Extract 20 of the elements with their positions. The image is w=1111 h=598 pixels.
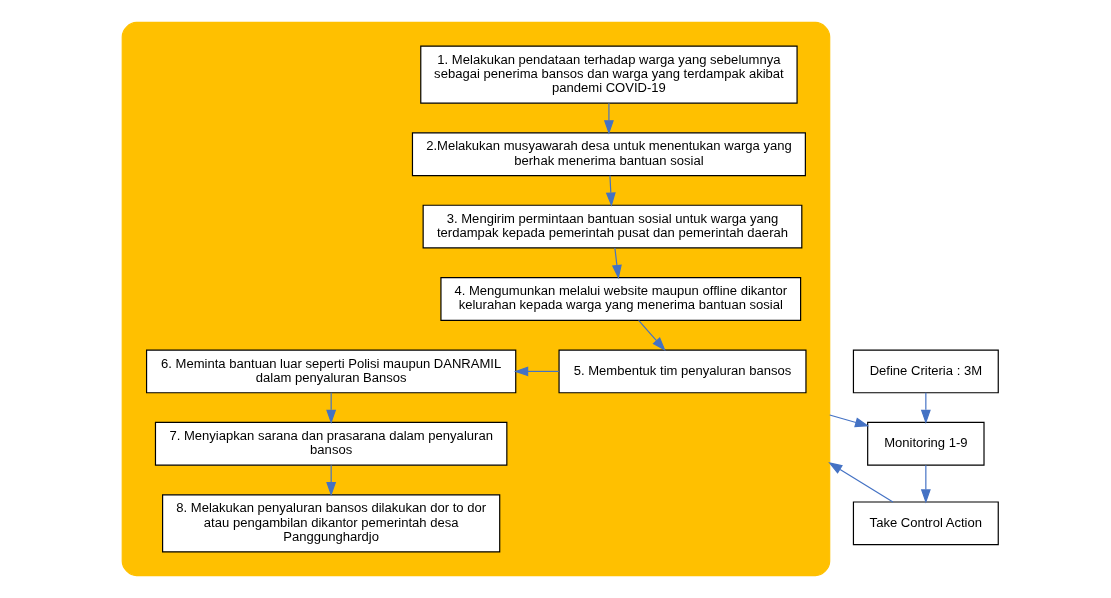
- node-box: Define Criteria : 3M: [852, 349, 999, 394]
- arrow: [829, 414, 870, 428]
- node-box: 7. Menyiapkan sarana dan prasarana dalam penyaluran bansos: [154, 421, 508, 466]
- node-box: 8. Melakukan penyaluran bansos dilakukan dor to dor atau pengambilan dikantor pemerintah desa Panggunghardjo: [162, 494, 501, 553]
- node-box: Take Control Action: [852, 501, 999, 546]
- node-box: 5. Membentuk tim penyaluran bansos: [558, 349, 807, 394]
- node-box: 2.Melakukan musyawarah desa untuk menentukan warga yang berhak menerima bantuan sosial: [411, 132, 806, 177]
- node-box: 4. Mengumunkan melalui website maupun offline dikantor kelurahan kepada warga yang menerima bantuan sosial: [440, 277, 802, 321]
- node-box: 3. Mengirim permintaan bantuan sosial untuk warga yang terdampak kepada pemerintah pusat dan pemerintah daerah: [422, 204, 803, 249]
- arrow: [603, 102, 614, 135]
- arrow: [513, 366, 560, 377]
- arrow: [638, 319, 666, 352]
- arrow: [920, 464, 931, 504]
- arrow: [611, 247, 622, 280]
- node-box: 6. Meminta bantuan luar seperti Polisi maupun DANRAMIL dalam penyaluran Bansos: [146, 349, 517, 394]
- node-box: Monitoring 1-9: [867, 421, 985, 466]
- cluster: [121, 21, 831, 577]
- arrow: [828, 462, 894, 503]
- arrow: [605, 175, 616, 207]
- node-box: 1. Melakukan pendataan terhadap warga yang sebelumnya sebagai penerima bansos dan warga yang terdampak akibat pandemi COVID-19: [420, 45, 798, 104]
